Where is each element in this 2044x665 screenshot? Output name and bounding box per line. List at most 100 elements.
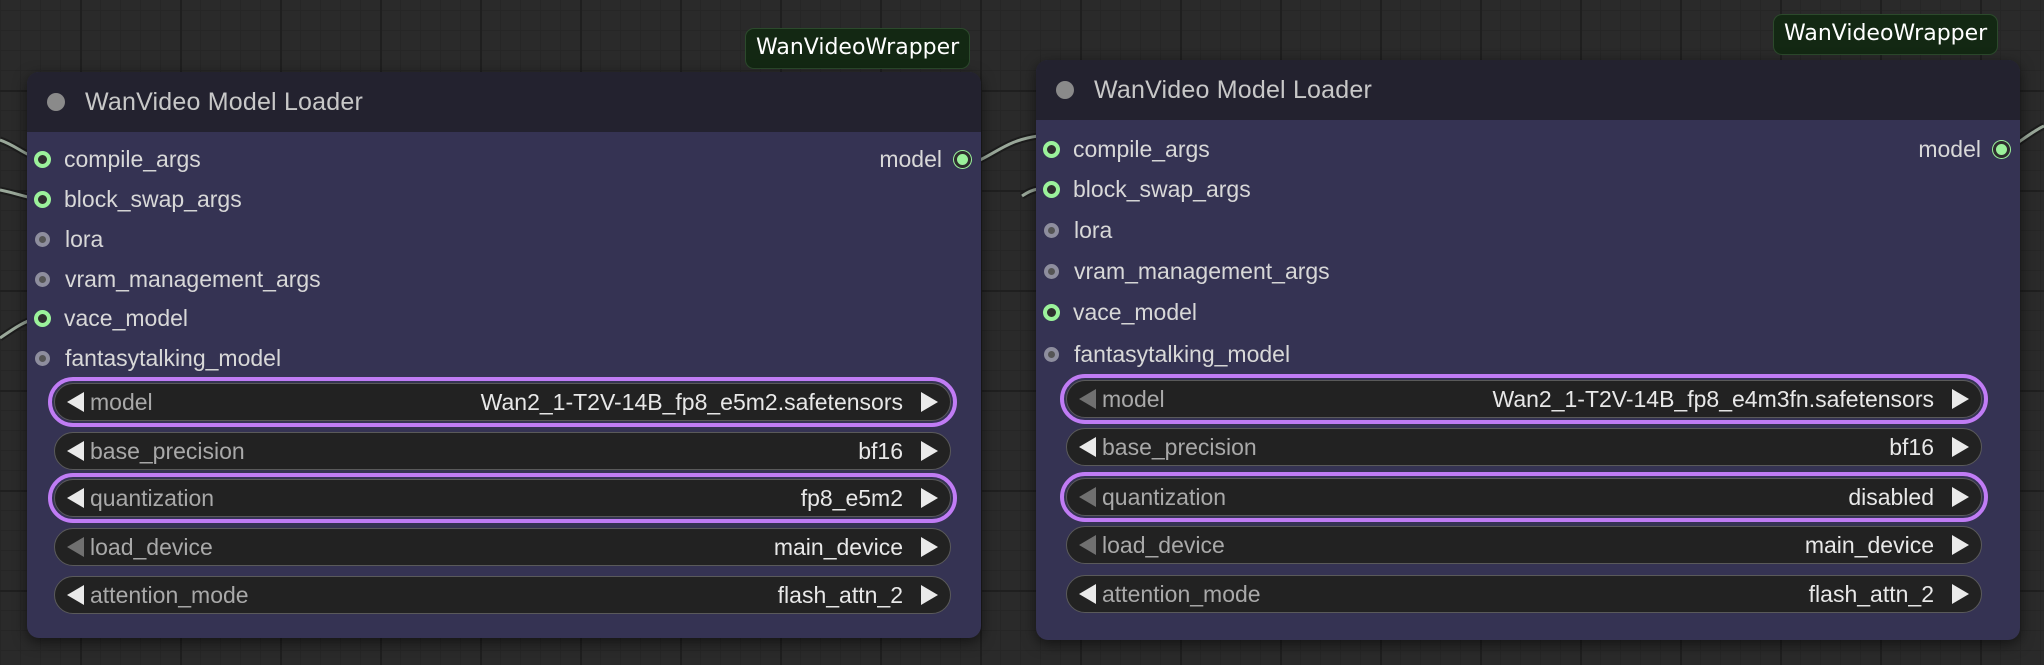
widget-quantization-combo[interactable]: quantization fp8_e5m2 — [48, 473, 957, 523]
increment-arrow-icon[interactable] — [921, 537, 938, 557]
slot-connector-icon[interactable] — [34, 150, 51, 168]
slot-connector-icon[interactable] — [1044, 346, 1059, 362]
widget-load-device-combo[interactable]: load_device main_device — [54, 528, 951, 566]
increment-arrow-icon[interactable] — [1952, 487, 1969, 507]
slot-label: vace_model — [64, 304, 189, 331]
slot-connector-icon[interactable] — [35, 350, 50, 366]
input-slot-vace-model[interactable]: vace_model — [1036, 297, 1197, 327]
widget-value: fp8_e5m2 — [800, 484, 903, 511]
widget-label: base_precision — [90, 437, 245, 464]
decrement-arrow-icon[interactable] — [1079, 389, 1096, 409]
increment-arrow-icon[interactable] — [1952, 437, 1969, 457]
slot-connector-icon[interactable] — [35, 231, 50, 247]
slot-connector-icon[interactable] — [1044, 263, 1059, 279]
collapse-toggle[interactable] — [1056, 81, 1074, 99]
collapse-toggle[interactable] — [47, 93, 65, 111]
decrement-arrow-icon[interactable] — [1079, 487, 1096, 507]
model-loader-node[interactable]: WanVideo Model Loader compile_args block… — [27, 72, 981, 638]
increment-arrow-icon[interactable] — [1952, 389, 1969, 409]
slot-connector-icon[interactable] — [35, 271, 50, 287]
widget-base-precision-combo[interactable]: base_precision bf16 — [54, 432, 951, 470]
slot-connector-icon[interactable] — [1044, 222, 1059, 238]
decrement-arrow-icon[interactable] — [67, 488, 84, 508]
output-slot-model[interactable]: model — [879, 144, 981, 174]
node-header[interactable]: WanVideo Model Loader — [27, 72, 981, 132]
widget-value: Wan2_1-T2V-14B_fp8_e5m2.safetensors — [480, 388, 903, 415]
slot-label: lora — [1074, 216, 1113, 243]
slot-connector-icon[interactable] — [34, 190, 51, 208]
widget-label: model — [1102, 385, 1165, 412]
decrement-arrow-icon[interactable] — [1079, 535, 1096, 555]
widget-attention-mode-combo[interactable]: attention_mode flash_attn_2 — [1066, 575, 1982, 613]
widget-value: flash_attn_2 — [1808, 580, 1934, 607]
slot-label: block_swap_args — [1073, 175, 1251, 202]
input-slot-lora[interactable]: lora — [1036, 215, 1112, 245]
widget-label: base_precision — [1102, 433, 1257, 460]
input-slot-block-swap-args[interactable]: block_swap_args — [27, 184, 242, 214]
widget-model-combo[interactable]: model Wan2_1-T2V-14B_fp8_e5m2.safetensor… — [48, 377, 957, 427]
increment-arrow-icon[interactable] — [921, 488, 938, 508]
widget-value: Wan2_1-T2V-14B_fp8_e4m3fn.safetensors — [1492, 385, 1934, 412]
input-slot-block-swap-args[interactable]: block_swap_args — [1036, 174, 1251, 204]
node-title: WanVideo Model Loader — [85, 87, 363, 116]
widget-label: quantization — [90, 484, 215, 511]
widget-label: attention_mode — [1102, 580, 1261, 607]
widget-value: flash_attn_2 — [777, 581, 903, 608]
slot-label: vace_model — [1073, 298, 1198, 325]
node-header[interactable]: WanVideo Model Loader — [1036, 60, 2020, 120]
widget-base-precision-combo[interactable]: base_precision bf16 — [1066, 428, 1982, 466]
model-loader-node[interactable]: WanVideo Model Loader compile_args block… — [1036, 60, 2020, 640]
slot-label: vram_management_args — [65, 265, 321, 292]
widget-model-combo[interactable]: model Wan2_1-T2V-14B_fp8_e4m3fn.safetens… — [1060, 374, 1988, 424]
slot-label: compile_args — [64, 145, 201, 172]
slot-label: lora — [65, 225, 104, 252]
decrement-arrow-icon[interactable] — [67, 392, 84, 412]
widget-attention-mode-combo[interactable]: attention_mode flash_attn_2 — [54, 576, 951, 614]
node-pack-badge: WanVideoWrapper — [745, 28, 971, 69]
slot-label: fantasytalking_model — [65, 344, 282, 371]
input-slot-vace-model[interactable]: vace_model — [27, 303, 188, 333]
slot-label: block_swap_args — [64, 185, 242, 212]
slot-label: fantasytalking_model — [1074, 340, 1291, 367]
output-label: model — [879, 145, 942, 172]
decrement-arrow-icon[interactable] — [1079, 437, 1096, 457]
node-pack-badge: WanVideoWrapper — [1773, 14, 1999, 55]
widget-value: disabled — [1848, 483, 1934, 510]
widget-value: bf16 — [1889, 433, 1934, 460]
input-slot-compile-args[interactable]: compile_args — [1036, 134, 1210, 164]
input-slot-fantasytalking-model[interactable]: fantasytalking_model — [27, 343, 281, 373]
widget-label: quantization — [1102, 483, 1227, 510]
widget-load-device-combo[interactable]: load_device main_device — [1066, 526, 1982, 564]
slot-connector-icon[interactable] — [34, 309, 51, 327]
input-slot-vram-management-args[interactable]: vram_management_args — [1036, 256, 1330, 286]
slot-connector-icon[interactable] — [1043, 140, 1060, 158]
decrement-arrow-icon[interactable] — [67, 585, 84, 605]
widget-label: load_device — [90, 533, 213, 560]
widget-label: model — [90, 388, 153, 415]
decrement-arrow-icon[interactable] — [67, 537, 84, 557]
node-title: WanVideo Model Loader — [1094, 75, 1372, 104]
decrement-arrow-icon[interactable] — [1079, 584, 1096, 604]
slot-label: compile_args — [1073, 135, 1210, 162]
output-label: model — [1918, 135, 1981, 162]
increment-arrow-icon[interactable] — [1952, 535, 1969, 555]
increment-arrow-icon[interactable] — [921, 392, 938, 412]
decrement-arrow-icon[interactable] — [67, 441, 84, 461]
slot-connector-icon[interactable] — [1043, 180, 1060, 198]
slot-label: vram_management_args — [1074, 257, 1330, 284]
widget-value: main_device — [1804, 531, 1934, 558]
input-slot-compile-args[interactable]: compile_args — [27, 144, 201, 174]
widget-quantization-combo[interactable]: quantization disabled — [1060, 472, 1988, 522]
output-slot-model[interactable]: model — [1918, 134, 2020, 164]
widget-label: load_device — [1102, 531, 1225, 558]
input-slot-vram-management-args[interactable]: vram_management_args — [27, 264, 321, 294]
widget-value: bf16 — [858, 437, 903, 464]
input-slot-lora[interactable]: lora — [27, 224, 103, 254]
increment-arrow-icon[interactable] — [921, 441, 938, 461]
increment-arrow-icon[interactable] — [921, 585, 938, 605]
output-connector-icon[interactable] — [1993, 140, 2010, 158]
input-slot-fantasytalking-model[interactable]: fantasytalking_model — [1036, 339, 1290, 369]
increment-arrow-icon[interactable] — [1952, 584, 1969, 604]
output-connector-icon[interactable] — [954, 150, 971, 168]
slot-connector-icon[interactable] — [1043, 303, 1060, 321]
